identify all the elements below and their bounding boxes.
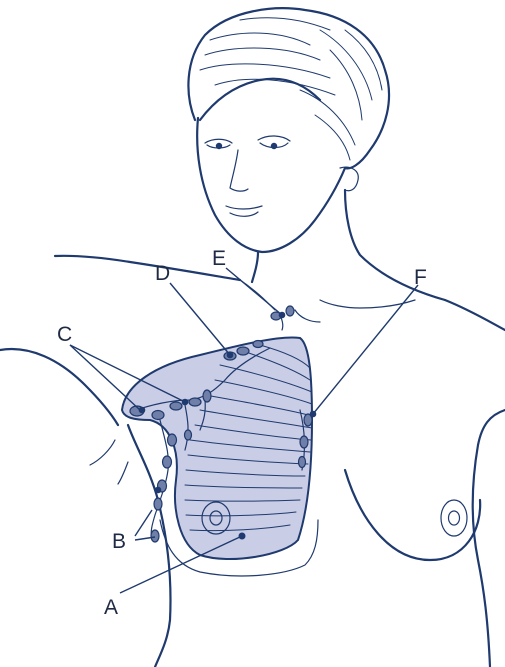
face — [197, 118, 358, 252]
label-e: E — [212, 247, 226, 270]
label-c: C — [57, 323, 72, 346]
label-a: A — [104, 596, 118, 619]
right-breast — [345, 470, 480, 560]
label-f: F — [414, 266, 427, 289]
breast-tissue — [122, 337, 318, 576]
label-d: D — [155, 262, 170, 285]
label-b: B — [112, 530, 126, 553]
